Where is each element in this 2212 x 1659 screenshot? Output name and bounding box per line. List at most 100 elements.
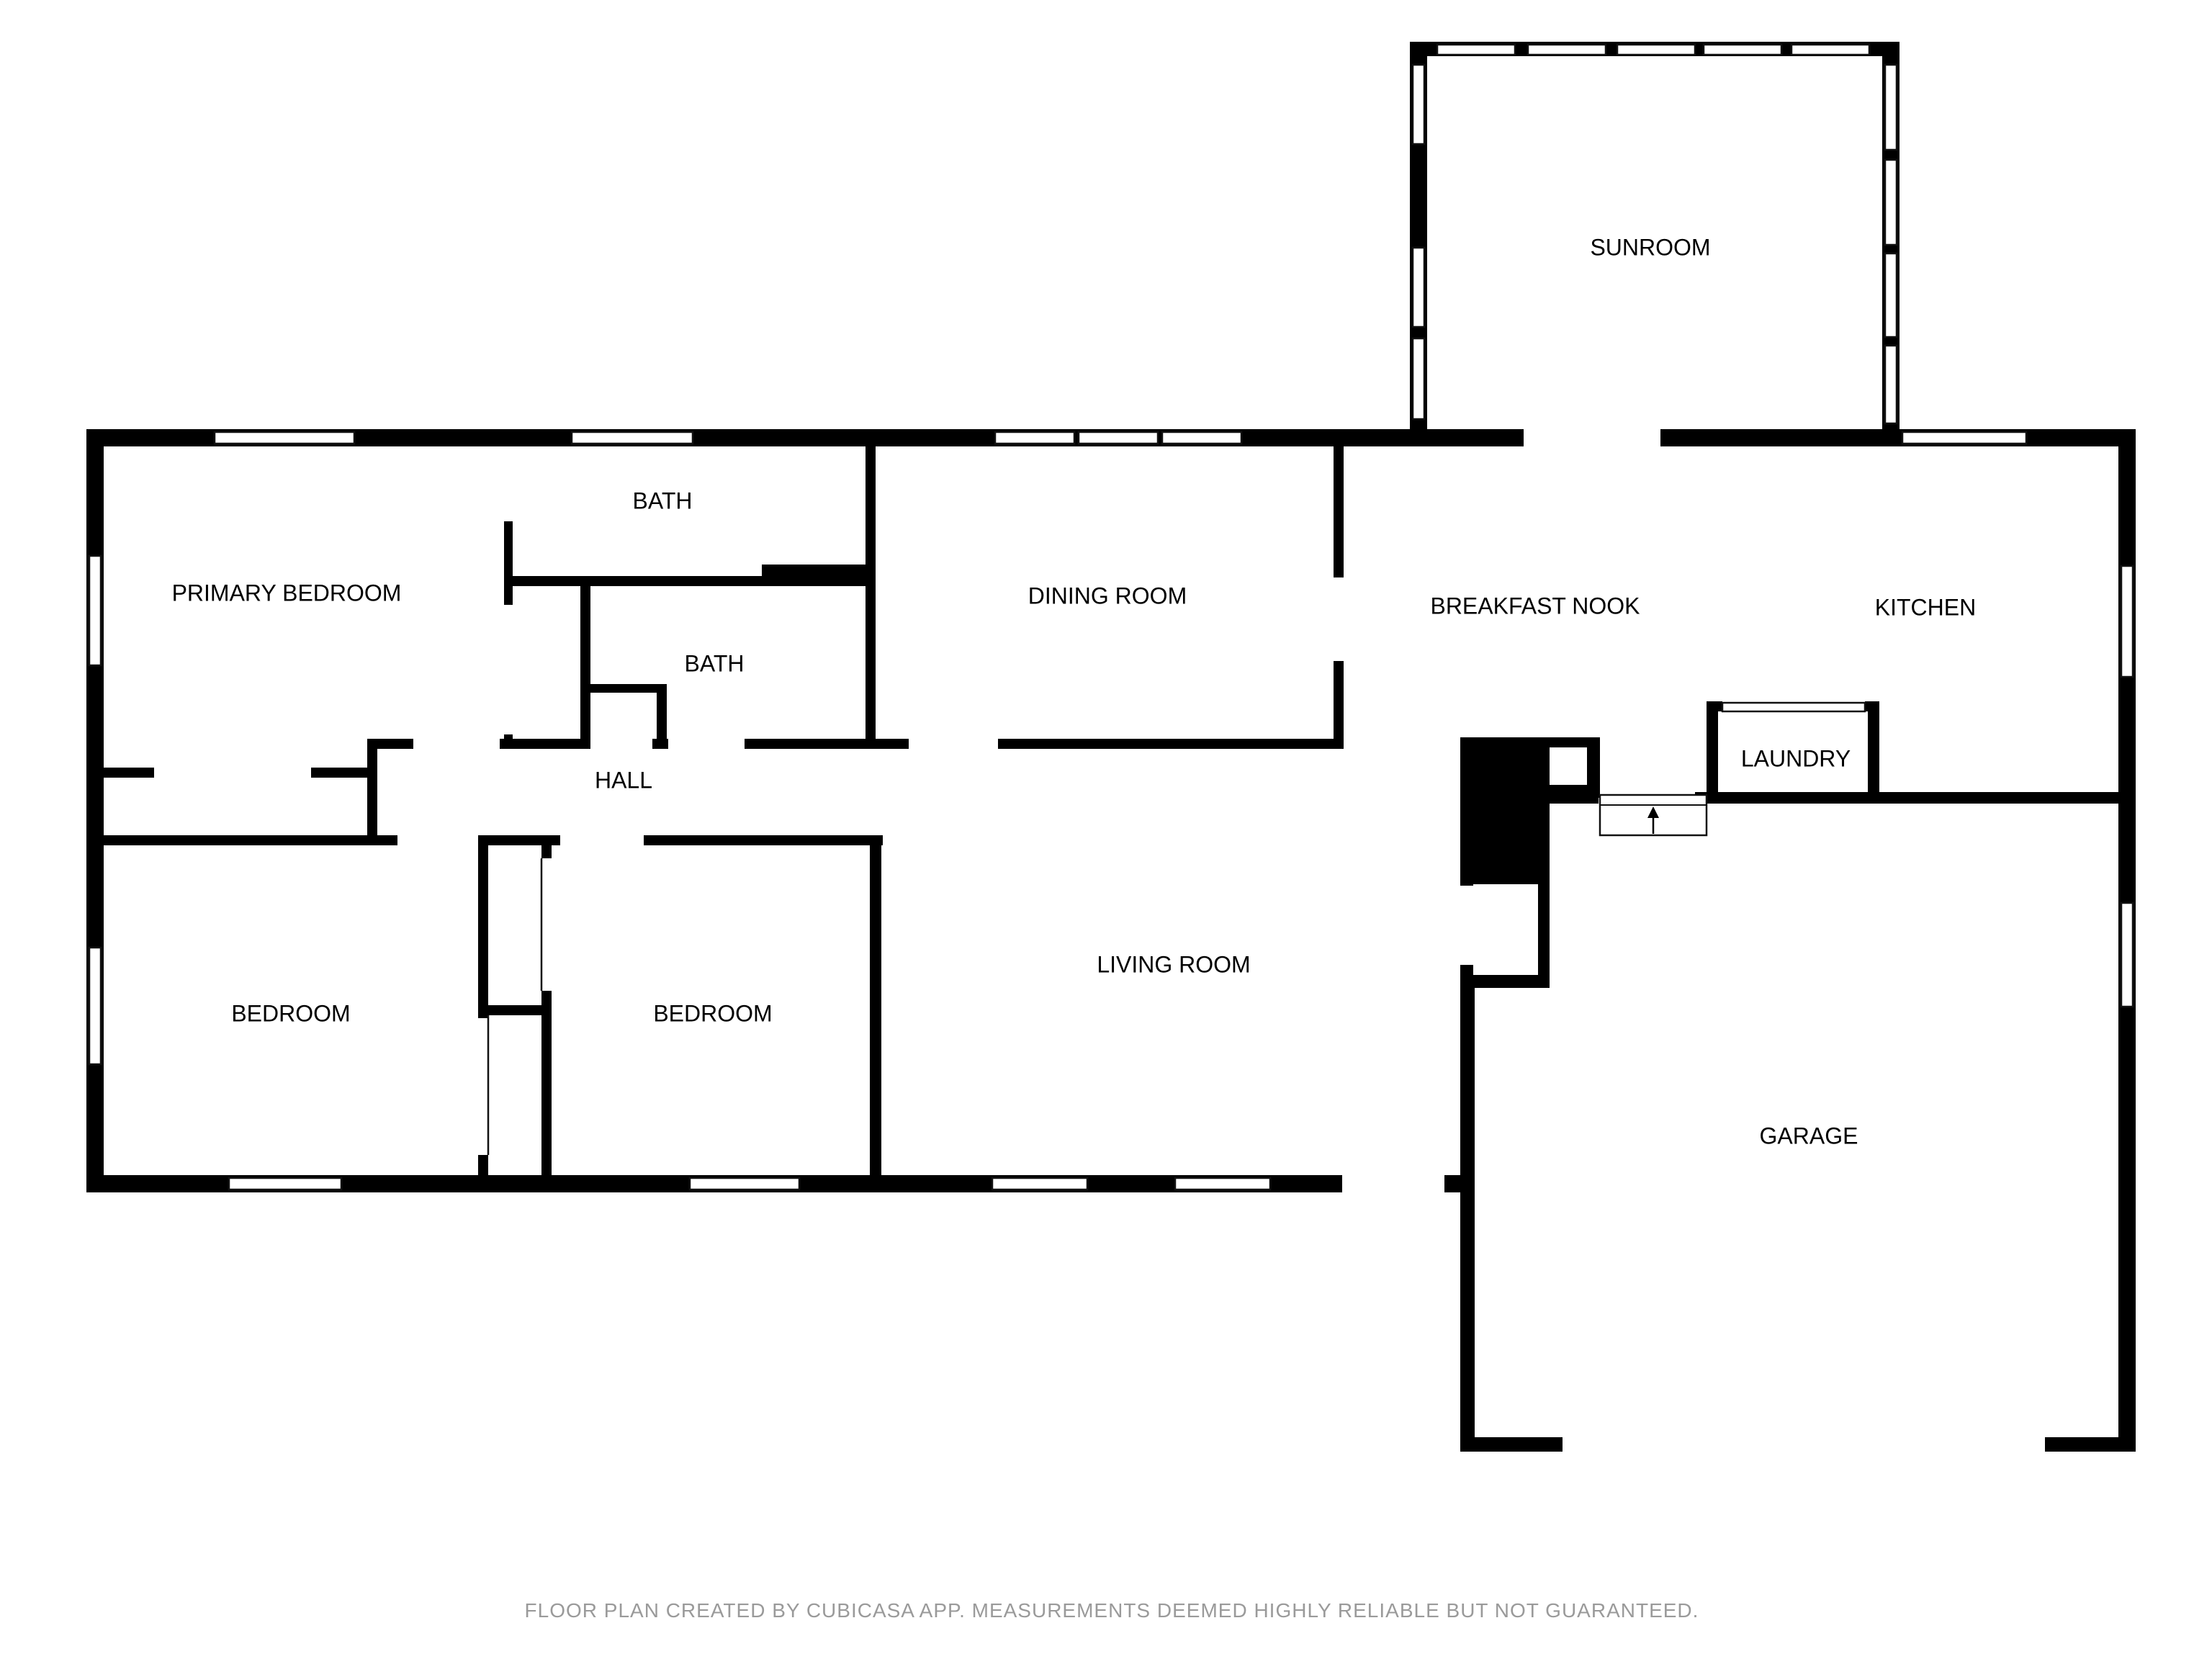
window-living-bottom-2	[1174, 1177, 1272, 1191]
wall-fireplace-left	[1460, 737, 1473, 886]
label-laundry: LAUNDRY	[1741, 745, 1851, 771]
footer-disclaimer: FLOOR PLAN CREATED BY CUBICASA APP. MEAS…	[525, 1599, 1699, 1622]
wall-bath-bottom-a	[500, 739, 590, 749]
opening-sunroom-door	[1524, 428, 1660, 448]
openings	[154, 428, 2045, 1455]
label-bedroom-right: BEDROOM	[653, 1000, 772, 1026]
window-bedroom-left-bottom	[228, 1177, 343, 1191]
bedroom-closet-doors	[487, 858, 543, 1155]
label-dining-room: DINING ROOM	[1028, 583, 1187, 608]
label-bath-lower: BATH	[685, 650, 745, 676]
wall-dining-right-bottom	[1334, 661, 1344, 749]
wall-dining-left	[866, 429, 876, 749]
window-sunroom-top-1	[1436, 43, 1516, 56]
wall-laundry-right	[1868, 701, 1879, 795]
window-bedroom-right-bottom	[688, 1177, 801, 1191]
wall-closet-top-right	[311, 768, 369, 778]
closet-door-bedroom-upper	[488, 858, 541, 991]
window-sunroom-left-1	[1411, 63, 1426, 145]
window-kitchen-right	[2120, 565, 2134, 678]
window-dining-top-2	[1077, 431, 1159, 445]
wall-closet-left	[580, 583, 590, 749]
wall-fireplace-right	[1538, 737, 1550, 988]
wall-bedroom-right-left	[541, 991, 552, 1184]
wall-closet-top-left	[102, 768, 154, 778]
opening-bath-closet	[501, 446, 516, 521]
wall-laundry-top-right	[1865, 701, 1879, 711]
wall-fireplace-block	[1460, 737, 1550, 886]
window-sunroom-left-3	[1411, 337, 1426, 421]
window-living-bottom-1	[991, 1177, 1089, 1191]
wall-bedroom-left-right	[478, 835, 488, 1018]
window-dining-top-3	[1161, 431, 1243, 445]
wall-bath-divider-block	[762, 565, 874, 586]
window-bedroom-left	[88, 946, 102, 1066]
step-up-arrow-icon	[1647, 806, 1659, 818]
label-garage: GARAGE	[1760, 1123, 1858, 1148]
wall-garage-right	[2118, 792, 2136, 1452]
window-sunroom-right-3	[1884, 252, 1898, 338]
room-labels: SUNROOM BATH PRIMARY BEDROOM DINING ROOM…	[172, 234, 1977, 1148]
opening-fireplace-hearth	[1473, 884, 1538, 975]
window-sunroom-right-1	[1884, 63, 1898, 151]
opening-garage-door	[1563, 1434, 2045, 1455]
label-breakfast-nook: BREAKFAST NOOK	[1430, 593, 1640, 619]
label-bedroom-left: BEDROOM	[231, 1000, 350, 1026]
wall-garage-top-a	[1538, 792, 1599, 804]
opening-closet-door	[154, 765, 311, 781]
window-sunroom-top-5	[1790, 43, 1871, 56]
opening-dining-door	[1331, 577, 1346, 661]
wall-hall-left	[367, 739, 377, 845]
wall-bedroom-right-left-top	[541, 835, 552, 858]
wall-bedroom-left-right-low	[478, 1155, 488, 1184]
label-living-room: LIVING ROOM	[1097, 951, 1250, 977]
wall-garage-bottom-right	[2045, 1437, 2136, 1452]
wall-hall-left-top	[367, 739, 413, 749]
wall-main-left	[86, 429, 104, 1192]
opening-bedroom-right-door	[560, 832, 644, 848]
wall-entry-small-right	[1587, 737, 1600, 798]
window-primary-top	[213, 431, 356, 445]
wall-dining-right-top	[1334, 429, 1344, 577]
garage-step	[1599, 793, 1708, 837]
label-bath-upper: BATH	[633, 487, 693, 513]
label-primary-bedroom: PRIMARY BEDROOM	[172, 580, 402, 606]
window-sunroom-right-2	[1884, 158, 1898, 246]
wall-closet-notch-right	[657, 684, 667, 749]
wall-closet-notch-top	[590, 684, 665, 693]
window-bath-top	[570, 431, 694, 445]
wall-bath-bottom-c	[745, 739, 874, 749]
label-hall: HALL	[595, 767, 652, 793]
wall-dining-bottom-a	[866, 739, 909, 749]
wall-dining-bottom-b	[998, 739, 1344, 749]
wall-fireplace-bottom	[1460, 975, 1550, 988]
closet-door-bedroom-lower	[488, 1015, 541, 1155]
wall-garage-top-b	[1695, 792, 2136, 804]
window-kitchen-top	[1901, 431, 2028, 445]
wall-laundry-top-left	[1707, 701, 1722, 711]
window-primary-left	[88, 554, 102, 667]
wall-bedrooms-top-mid	[478, 835, 560, 845]
opening-bath-door	[590, 736, 652, 750]
wall-laundry-left	[1707, 701, 1718, 795]
label-kitchen: KITCHEN	[1875, 594, 1976, 620]
opening-living-entry	[1344, 1172, 1444, 1194]
window-laundry-top	[1721, 701, 1866, 713]
wall-bedrooms-top-right	[644, 835, 883, 845]
window-sunroom-top-4	[1702, 43, 1783, 56]
window-dining-top-1	[994, 431, 1076, 445]
wall-garage-left	[1460, 979, 1475, 1452]
wall-bedrooms-top-left	[102, 835, 397, 845]
wall-garage-bottom-left	[1460, 1437, 1563, 1452]
wall-bath-bottom-b	[652, 739, 668, 749]
wall-bedroom-closet-mid	[478, 1005, 550, 1015]
label-sunroom: SUNROOM	[1590, 234, 1710, 260]
window-sunroom-top-3	[1616, 43, 1696, 56]
wall-fireplace-top	[1460, 737, 1600, 747]
opening-bath-closet-2	[501, 605, 516, 734]
window-sunroom-left-2	[1411, 246, 1426, 328]
wall-garage-stub	[1444, 1175, 1475, 1192]
opening-bedroom-left-door	[397, 832, 478, 848]
opening-primary-door	[413, 736, 500, 750]
